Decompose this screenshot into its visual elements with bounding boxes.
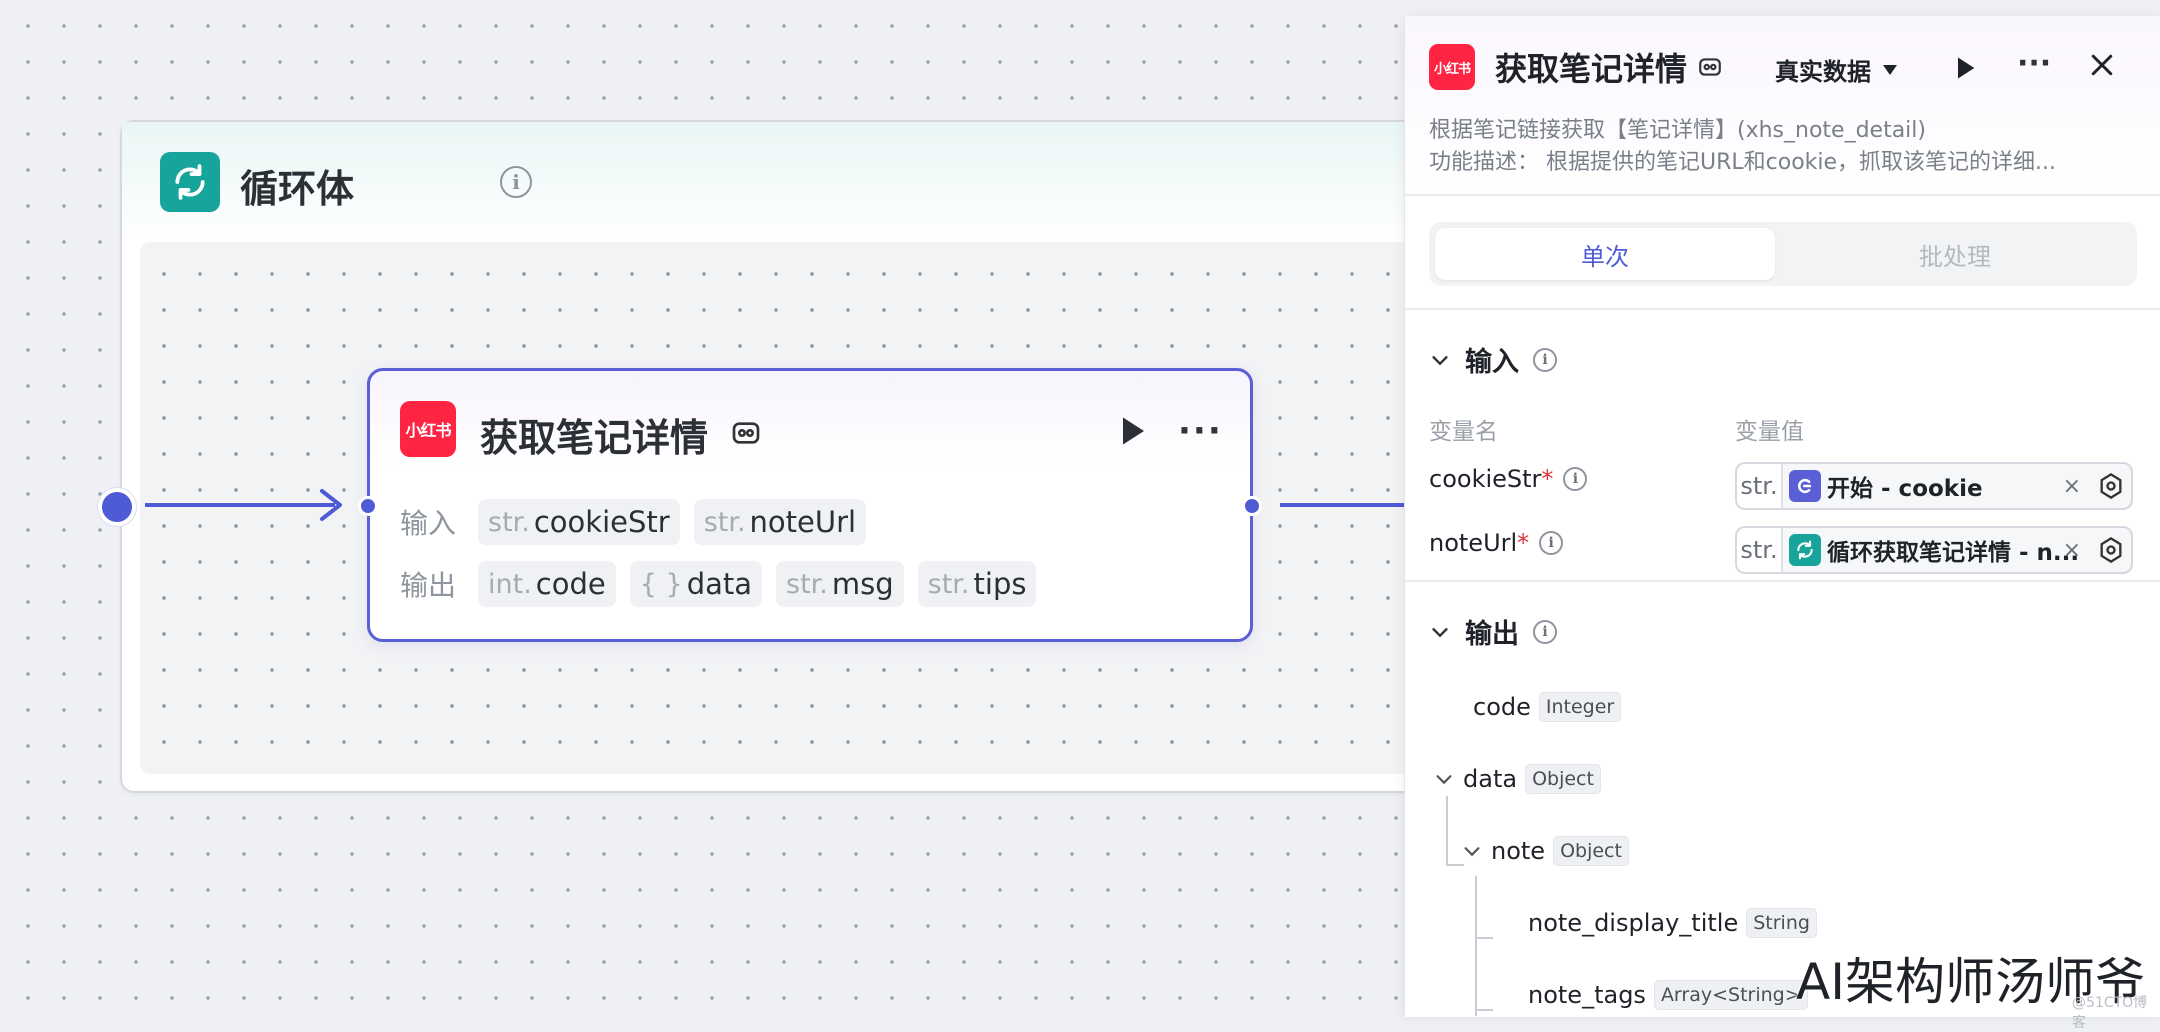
type-tag: Array<String>	[1653, 980, 1808, 1010]
type-tag: Integer	[1538, 692, 1622, 722]
chevron-down-icon[interactable]	[1429, 349, 1451, 371]
input-chip: str.noteUrl	[693, 499, 867, 545]
node-input-row: 输入 str.cookieStr str.noteUrl	[400, 499, 867, 545]
output-chip: int.code	[478, 561, 616, 607]
input-chip: str.cookieStr	[478, 499, 680, 545]
tab-batch[interactable]: 批处理	[1919, 242, 1991, 271]
divider	[1405, 580, 2160, 582]
output-chip: { }data	[629, 561, 763, 607]
info-icon[interactable]: i	[500, 166, 532, 198]
info-icon[interactable]: i	[1533, 619, 1557, 644]
chevron-down-icon[interactable]	[1429, 621, 1451, 643]
run-mode-tabs: 单次 批处理	[1429, 222, 2137, 286]
variable-row-cookieStr: cookieStr* i	[1429, 465, 1588, 493]
info-icon[interactable]: i	[1563, 467, 1588, 491]
output-field-note-display-title: note_display_title String	[1528, 908, 1817, 938]
output-field-note-tags: note_tags Array<String>	[1528, 980, 1808, 1010]
output-chip: str.msg	[776, 561, 904, 607]
panel-description-function: 功能描述： 根据提供的笔记URL和cookie，抓取该笔记的详细...	[1429, 150, 2057, 175]
tree-guide-line	[1446, 796, 1448, 866]
mask-icon[interactable]	[1697, 54, 1723, 80]
output-section-title: 输出	[1465, 619, 1519, 650]
arrow-head-icon	[320, 489, 342, 521]
variable-picker-icon[interactable]	[2097, 536, 2125, 564]
xiaohongshu-logo-icon: 小红书	[1429, 44, 1475, 90]
value-type-label: str.	[1737, 528, 1783, 572]
panel-header: 小红书 获取笔记详情 真实数据 ··· 根据笔记链接获取【笔记详情】(xhs_n…	[1405, 16, 2160, 196]
tree-guide-line	[1446, 864, 1464, 866]
output-chip: str.tips	[917, 561, 1037, 607]
info-icon[interactable]: i	[1539, 531, 1564, 555]
input-label: 输入	[400, 507, 457, 540]
node-title: 获取笔记详情	[480, 416, 709, 460]
variable-value-selector[interactable]: str. 循环获取笔记详情 - n... ×	[1735, 526, 2133, 574]
variable-name: noteUrl*	[1429, 529, 1530, 557]
mask-icon[interactable]	[730, 417, 762, 449]
input-section-header[interactable]: 输入 i	[1429, 340, 1557, 379]
type-tag: Object	[1553, 836, 1629, 866]
input-section-title: 输入	[1465, 347, 1519, 378]
run-icon[interactable]	[1951, 54, 1979, 82]
node-input-port[interactable]	[358, 496, 378, 516]
run-icon[interactable]	[1114, 413, 1150, 449]
node-card-get-note-detail[interactable]: 小红书 获取笔记详情 ··· 输入 str.cookieStr str.note…	[358, 368, 1262, 642]
type-tag: String	[1746, 908, 1817, 938]
variable-value-text: 循环获取笔记详情 - n...	[1827, 540, 2080, 566]
xiaohongshu-logo-icon: 小红书	[400, 401, 456, 457]
data-mode-dropdown[interactable]: 真实数据	[1775, 52, 1899, 87]
variable-value-selector[interactable]: str. 开始 - cookie ×	[1735, 462, 2133, 510]
output-field-note[interactable]: note Object	[1461, 836, 1629, 866]
more-icon[interactable]: ···	[1178, 411, 1223, 451]
loop-icon	[160, 152, 220, 212]
tree-guide-line	[1475, 937, 1493, 939]
node-output-row: 输出 int.code { }data str.msg str.tips	[400, 561, 1037, 607]
output-label: 输出	[400, 569, 457, 602]
output-field-data[interactable]: data Object	[1433, 764, 1601, 794]
node-detail-panel: 小红书 获取笔记详情 真实数据 ··· 根据笔记链接获取【笔记详情】(xhs_n…	[1404, 16, 2160, 1017]
output-section-header[interactable]: 输出 i	[1429, 612, 1557, 651]
node-output-port[interactable]	[1242, 496, 1262, 516]
chevron-down-icon[interactable]	[1461, 840, 1483, 862]
watermark-small: @51CTO博客	[2072, 995, 2148, 1031]
panel-description-name: 根据笔记链接获取【笔记详情】(xhs_note_detail)	[1429, 118, 1926, 143]
watermark-text: AI架构师汤师爷	[1796, 953, 2145, 1011]
chevron-down-icon[interactable]	[1433, 768, 1455, 790]
clear-icon[interactable]: ×	[2062, 537, 2081, 563]
info-icon[interactable]: i	[1533, 347, 1557, 372]
clear-icon[interactable]: ×	[2062, 473, 2081, 499]
type-tag: Object	[1525, 764, 1601, 794]
panel-title: 获取笔记详情	[1495, 50, 1688, 88]
edge-line-in	[145, 503, 335, 507]
tree-guide-line	[1475, 1009, 1493, 1011]
variable-picker-icon[interactable]	[2097, 472, 2125, 500]
divider	[1405, 308, 2160, 310]
more-icon[interactable]: ···	[2017, 46, 2052, 81]
value-type-label: str.	[1737, 464, 1783, 508]
edge-line-out	[1280, 503, 1420, 507]
variable-row-noteUrl: noteUrl* i	[1429, 529, 1564, 557]
column-header-name: 变量名	[1429, 419, 1498, 445]
loop-icon	[1789, 534, 1821, 566]
loop-title: 循环体	[240, 167, 355, 211]
loop-header	[122, 122, 1418, 242]
close-icon[interactable]	[2087, 50, 2117, 80]
tab-single[interactable]: 单次	[1435, 228, 1775, 280]
variable-name: cookieStr*	[1429, 465, 1554, 493]
variable-value-text: 开始 - cookie	[1827, 476, 1983, 502]
column-header-value: 变量值	[1735, 419, 1804, 445]
data-mode-label: 真实数据	[1775, 58, 1871, 86]
loop-entry-port[interactable]	[98, 488, 136, 526]
start-node-icon	[1789, 470, 1821, 502]
tree-guide-line	[1475, 876, 1477, 1016]
caret-down-icon	[1883, 64, 1897, 75]
output-field-code: code Integer	[1473, 692, 1622, 722]
